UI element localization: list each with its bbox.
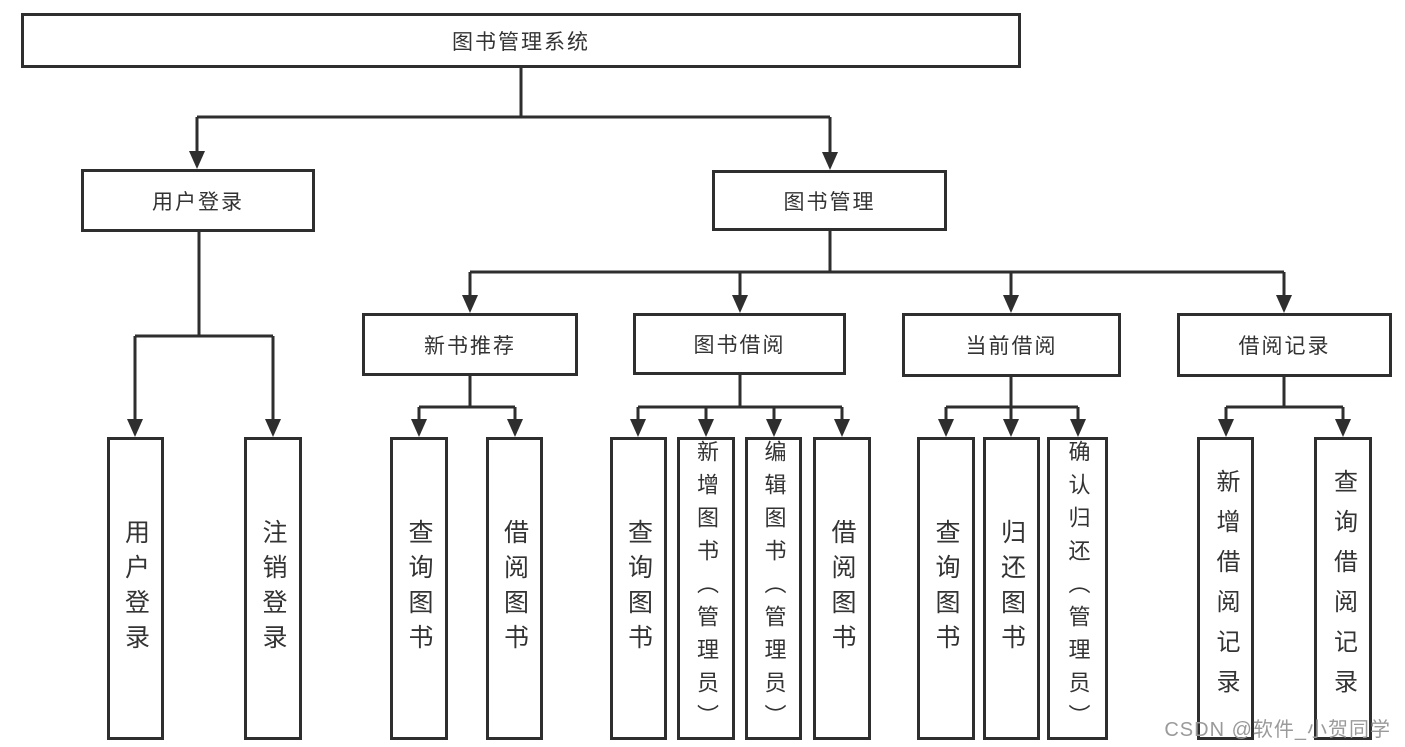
leaf-borrow-books-borrow: 借阅图书 [813, 437, 871, 740]
connector-userlogin-to-leaves [133, 232, 275, 421]
node-new-book-recommend: 新书推荐 [362, 313, 578, 376]
arrow-down-icon [1335, 419, 1351, 437]
node-label: 图书管理系统 [452, 30, 590, 54]
leaf-query-books-current: 查询图书 [917, 437, 975, 740]
leaf-add-books-admin: 新增图书（管理员） [677, 437, 735, 740]
arrow-down-icon [938, 419, 954, 437]
leaf-label: 查询借阅记录 [1329, 468, 1357, 709]
arrow-down-icon [507, 419, 523, 437]
leaf-label: 查询图书 [405, 518, 433, 659]
arrow-down-icon [1003, 295, 1019, 313]
csdn-watermark: CSDN @软件_小贺同学 [1164, 719, 1391, 741]
arrow-down-icon [732, 295, 748, 313]
leaf-label: 归还图书 [997, 518, 1026, 659]
arrow-down-icon [834, 419, 850, 437]
connector-paths [133, 68, 1345, 423]
arrow-down-icon [1218, 419, 1234, 437]
node-label: 图书借阅 [693, 334, 786, 357]
arrow-down-icon [411, 419, 427, 437]
leaf-label: 新增图书（管理员） [694, 440, 719, 737]
arrow-down-icon [462, 295, 478, 313]
node-user-login: 用户登录 [81, 169, 315, 232]
leaf-label: 确认归还（管理员） [1065, 440, 1091, 737]
arrow-down-icon [698, 419, 714, 437]
leaf-label: 注销登录 [259, 518, 287, 659]
node-borrowing-records: 借阅记录 [1177, 313, 1392, 377]
arrow-down-icon [1003, 419, 1019, 437]
node-library-management-system: 图书管理系统 [21, 13, 1021, 68]
leaf-query-books-borrow: 查询图书 [610, 437, 667, 740]
leaf-edit-books-admin: 编辑图书（管理员） [745, 437, 802, 740]
leaf-confirm-return-admin: 确认归还（管理员） [1047, 437, 1108, 740]
leaf-add-borrow-record: 新增借阅记录 [1197, 437, 1254, 740]
arrowhead-icons [127, 151, 1351, 437]
leaf-label: 借阅图书 [828, 518, 856, 659]
connector-newbook-to-leaves [417, 376, 517, 423]
connector-borrow-to-leaves [636, 375, 844, 423]
arrow-down-icon [127, 419, 143, 437]
arrow-down-icon [1276, 295, 1292, 313]
leaf-user-login: 用户登录 [107, 437, 164, 740]
node-label: 借阅记录 [1238, 335, 1331, 358]
leaf-query-books-newbook: 查询图书 [390, 437, 448, 740]
node-current-borrowing: 当前借阅 [902, 313, 1121, 377]
leaf-borrow-books-newbook: 借阅图书 [486, 437, 543, 740]
connector-bookmgmt-to-level3 [468, 231, 1286, 297]
arrow-down-icon [766, 419, 782, 437]
node-book-management: 图书管理 [712, 170, 947, 231]
connector-root-to-level2 [195, 68, 832, 153]
node-book-borrowing: 图书借阅 [633, 313, 846, 375]
leaf-label: 查询图书 [932, 518, 960, 659]
leaf-return-books: 归还图书 [983, 437, 1040, 740]
leaf-label: 查询图书 [624, 518, 653, 659]
arrow-down-icon [189, 151, 205, 169]
leaf-query-borrow-record: 查询借阅记录 [1314, 437, 1372, 740]
arrow-down-icon [265, 419, 281, 437]
node-label: 图书管理 [783, 190, 876, 214]
arrow-down-icon [1070, 419, 1086, 437]
node-label: 新书推荐 [424, 334, 516, 358]
node-label: 用户登录 [152, 190, 244, 214]
connector-records-to-leaves [1224, 377, 1345, 423]
arrow-down-icon [630, 419, 646, 437]
leaf-label: 新增借阅记录 [1212, 468, 1239, 709]
leaf-label: 借阅图书 [500, 518, 529, 659]
node-label: 当前借阅 [965, 335, 1058, 358]
leaf-label: 用户登录 [121, 518, 150, 659]
arrow-down-icon [822, 152, 838, 170]
leaf-label: 编辑图书（管理员） [761, 440, 787, 737]
connector-current-to-leaves [944, 377, 1080, 423]
leaf-logout: 注销登录 [244, 437, 302, 740]
